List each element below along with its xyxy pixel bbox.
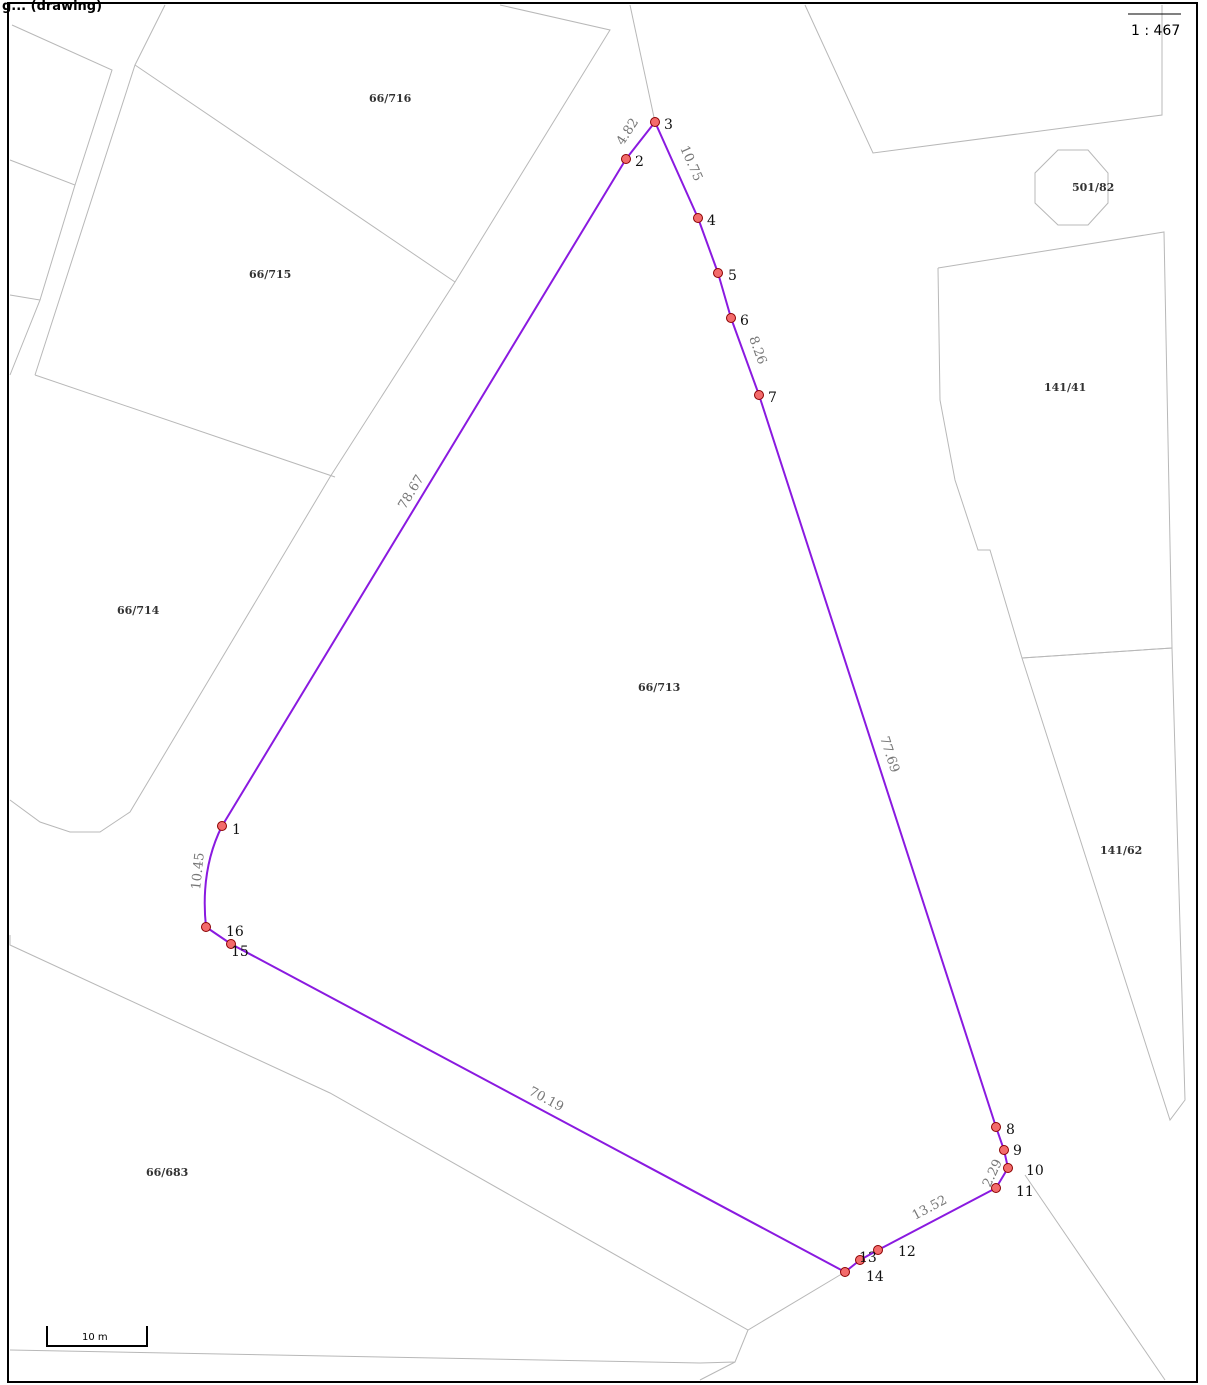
vertex-10[interactable] [1003,1163,1013,1173]
segment-labels: 4.82 10.75 8.26 77.69 78.67 10.45 70.19 … [189,116,1006,1224]
vertex-3[interactable] [650,117,660,127]
parcel-label: 141/62 [1100,844,1142,857]
segment-length: 10.45 [189,852,208,891]
segment-length: 13.52 [910,1193,950,1224]
scale-bar-label: 10 m [82,1332,108,1343]
vertex-6[interactable] [726,313,736,323]
vertex-label-2: 2 [635,154,644,170]
parcel-label: 501/82 [1072,181,1114,194]
vertex-7[interactable] [754,390,764,400]
vertex-4[interactable] [693,213,703,223]
vertex-14[interactable] [840,1267,850,1277]
vertex-markers [201,117,1013,1277]
vertex-5[interactable] [713,268,723,278]
vertex-label-10: 10 [1026,1163,1044,1179]
scale-bar: 10 m [46,1326,148,1347]
vertex-15[interactable] [226,939,236,949]
vertex-2[interactable] [621,154,631,164]
parcel-label: 66/683 [146,1166,188,1179]
parcel-labels: 66/716 66/715 66/714 66/713 66/683 501/8… [117,92,1142,1179]
vertex-label-14: 14 [866,1269,884,1285]
vertex-labels: 1 2 3 4 5 6 7 8 9 10 11 12 13 14 15 16 [226,117,1044,1285]
vertex-16[interactable] [201,922,211,932]
vertex-label-5: 5 [728,268,737,284]
vertex-label-7: 7 [768,390,777,406]
parcel-lines [9,4,1186,1381]
vertex-13[interactable] [855,1255,865,1265]
vertex-label-12: 12 [898,1244,916,1260]
vertex-9[interactable] [999,1145,1009,1155]
vertex-11[interactable] [991,1183,1001,1193]
vertex-12[interactable] [873,1245,883,1255]
parcel-label: 66/713 [638,681,680,694]
vertex-label-4: 4 [707,213,716,229]
vertex-8[interactable] [991,1122,1001,1132]
parcel-label: 141/41 [1044,381,1086,394]
vertex-label-6: 6 [740,313,749,329]
vertex-label-15: 15 [231,944,249,960]
segment-length: 70.19 [526,1084,566,1115]
parcel-label: 66/714 [117,604,160,617]
parcel-label: 66/715 [249,268,291,281]
segment-length: 78.67 [396,472,428,512]
parcel-label: 66/716 [369,92,412,105]
vertex-1[interactable] [217,821,227,831]
vertex-label-11: 11 [1016,1184,1034,1200]
vertex-label-8: 8 [1006,1122,1015,1138]
segment-length: 8.26 [745,334,769,366]
vertex-label-16: 16 [226,924,244,940]
vertex-label-3: 3 [664,117,673,133]
scale-ratio: 1 : 467 [1131,23,1180,39]
segment-length: 2.29 [980,1157,1006,1190]
vertex-label-9: 9 [1013,1143,1022,1159]
property-boundary[interactable] [203,121,1009,1273]
vertex-label-13: 13 [859,1250,877,1266]
vertex-label-1: 1 [232,822,241,838]
map-frame [7,2,1198,1383]
map-header: g... (drawing) [2,0,103,14]
